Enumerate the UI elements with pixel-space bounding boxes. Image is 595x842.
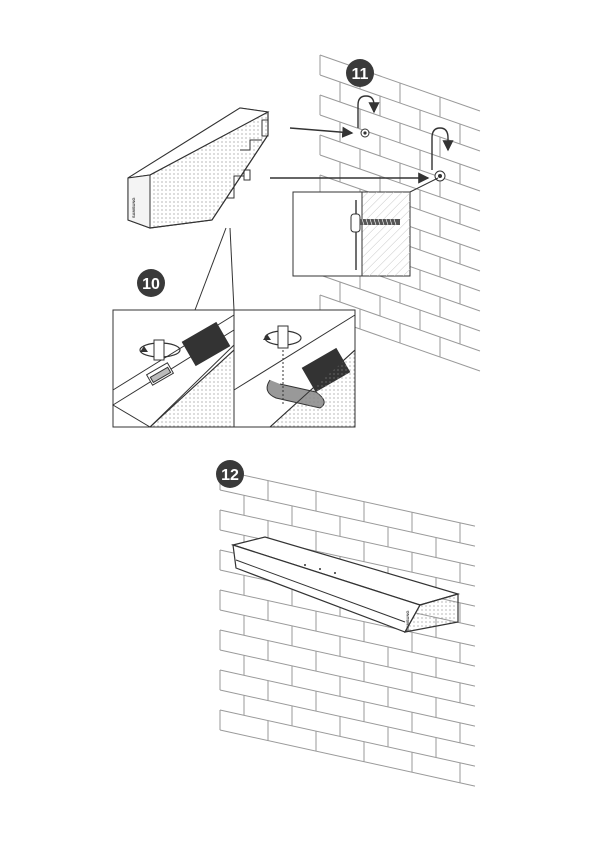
step-10-badge: 10	[137, 269, 165, 297]
step-11-badge: 11	[346, 59, 374, 87]
wall-screw-left	[361, 129, 369, 137]
step-11-number: 11	[352, 66, 369, 83]
lower-brick-wall	[220, 470, 475, 786]
screw-icon	[360, 219, 400, 225]
soundbar-rear-view: SAMSUNG	[128, 108, 268, 228]
zoom-line	[230, 228, 234, 310]
step-10-panel-left	[113, 310, 234, 427]
step-12-badge: 12	[216, 460, 244, 488]
zoom-line	[195, 228, 226, 310]
pointer-arrow-icon	[270, 128, 428, 178]
wall-screw-right	[435, 171, 445, 181]
soundbar-logo: SAMSUNG	[131, 198, 136, 218]
screw-detail-inset	[293, 178, 438, 276]
step-10-number: 10	[142, 276, 160, 293]
step-12-number: 12	[221, 467, 239, 484]
soundbar-logo: SAMSUNG	[405, 611, 410, 631]
step-10-panel-right	[234, 310, 355, 427]
